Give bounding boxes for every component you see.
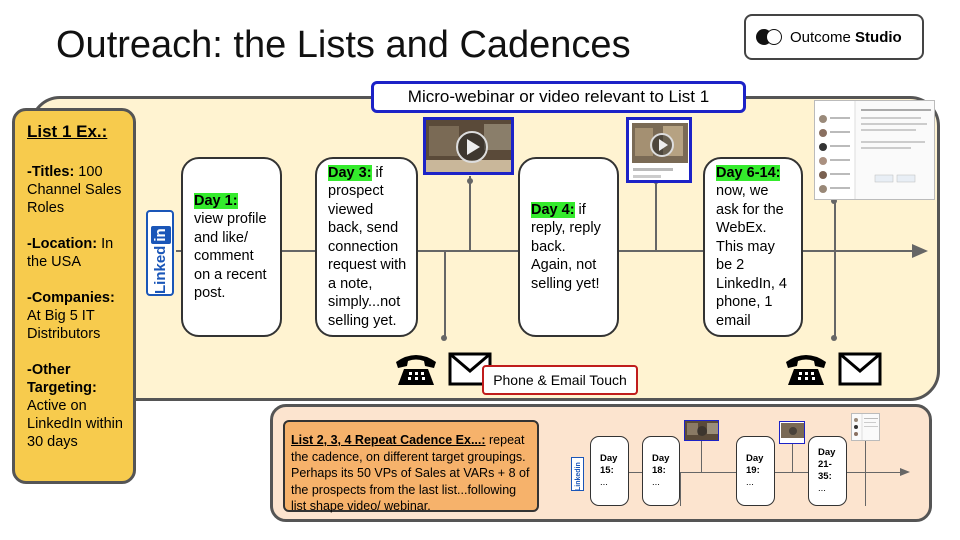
slide-title: Outreach: the Lists and Cadences [56,24,631,66]
day-text: if prospect viewed back, send connection… [328,164,407,329]
connector-line [444,251,446,337]
connector-dot [441,335,447,341]
list1-item-location: -Location: In the USA [27,236,114,270]
connector-dot [467,178,473,184]
day-card-4: Day 4: if reply, reply back. Again, not … [518,157,619,337]
timeline-arrowhead [912,244,928,258]
chat-screenshot [814,100,935,200]
phone-icon [786,355,826,385]
logo-mark-icon [756,27,790,47]
connector-line [680,472,681,506]
linkedin-icon: Linkedin [571,457,584,491]
logo-text: Outcome Studio [790,28,902,46]
day-label: Day 3: [328,164,372,181]
day-text: view profile and like/ comment on a rece… [194,211,267,301]
phone-icon [396,355,436,385]
video-thumbnail [423,117,514,175]
connector-line [865,440,866,472]
connector-line [865,472,866,506]
day-card-1: Day 1: view profile and like/ comment on… [181,157,282,337]
repeat-text: repeat the cadence, on different target … [291,433,530,513]
connector-line [792,444,793,472]
video-thumbnail [684,420,719,441]
mini-day-text: ... [652,477,660,488]
day-label: Day 6-14: [716,164,781,181]
mini-day-card-15: Day 15: ... [590,436,629,506]
mini-day-text: ... [600,477,608,488]
connector-line [834,251,836,337]
video-thumbnail [626,117,692,183]
chat-screenshot [851,413,880,441]
day-card-3: Day 3: if prospect viewed back, send con… [315,157,418,337]
mini-day-label: Day 19: [746,453,764,476]
video-thumbnail [779,421,805,444]
day-card-6-14: Day 6-14: now, we ask for the WebEx. Thi… [703,157,803,337]
mini-day-label: Day 21-35: [818,447,836,482]
list1-item-other-targeting: -Other Targeting: Active on LinkedIn wit… [27,362,123,450]
day-label: Day 4: [531,201,575,218]
mini-timeline-arrowhead [900,468,910,476]
phone-email-touch-label: Phone & Email Touch [482,365,638,395]
mini-day-card-18: Day 18: ... [642,436,680,506]
list1-item-companies: -Companies: At Big 5 IT Distributors [27,290,115,342]
connector-line [834,200,836,251]
mini-day-text: ... [818,483,826,494]
day-text: if reply, reply back. Again, not selling… [531,201,601,292]
mini-day-card-19: Day 19: ... [736,436,775,506]
list1-item-titles: -Titles: 100 Channel Sales Roles [27,164,122,216]
repeat-heading: List 2, 3, 4 Repeat Cadence Ex...: [291,433,486,447]
mini-day-label: Day 18: [652,453,670,476]
list1-criteria-box: List 1 Ex.: -Titles: 100 Channel Sales R… [12,108,136,484]
outcome-studio-logo: Outcome Studio [744,14,924,60]
linkedin-icon: Linkedin [146,210,174,296]
connector-dot [831,198,837,204]
connector-line [701,440,702,472]
connector-line [655,176,657,251]
connector-dot [831,335,837,341]
day-label: Day 1: [194,192,238,209]
day-text: now, we ask for the WebEx. This may be 2… [716,183,787,329]
webinar-label: Micro-webinar or video relevant to List … [371,81,746,113]
connector-line [469,176,471,251]
email-icon [838,352,882,386]
mini-day-text: ... [746,477,754,488]
mini-day-label: Day 15: [600,453,618,476]
repeat-cadence-box: List 2, 3, 4 Repeat Cadence Ex...: repea… [283,420,539,513]
list1-heading: List 1 Ex.: [27,122,108,141]
mini-day-card-21-35: Day 21-35: ... [808,436,847,506]
